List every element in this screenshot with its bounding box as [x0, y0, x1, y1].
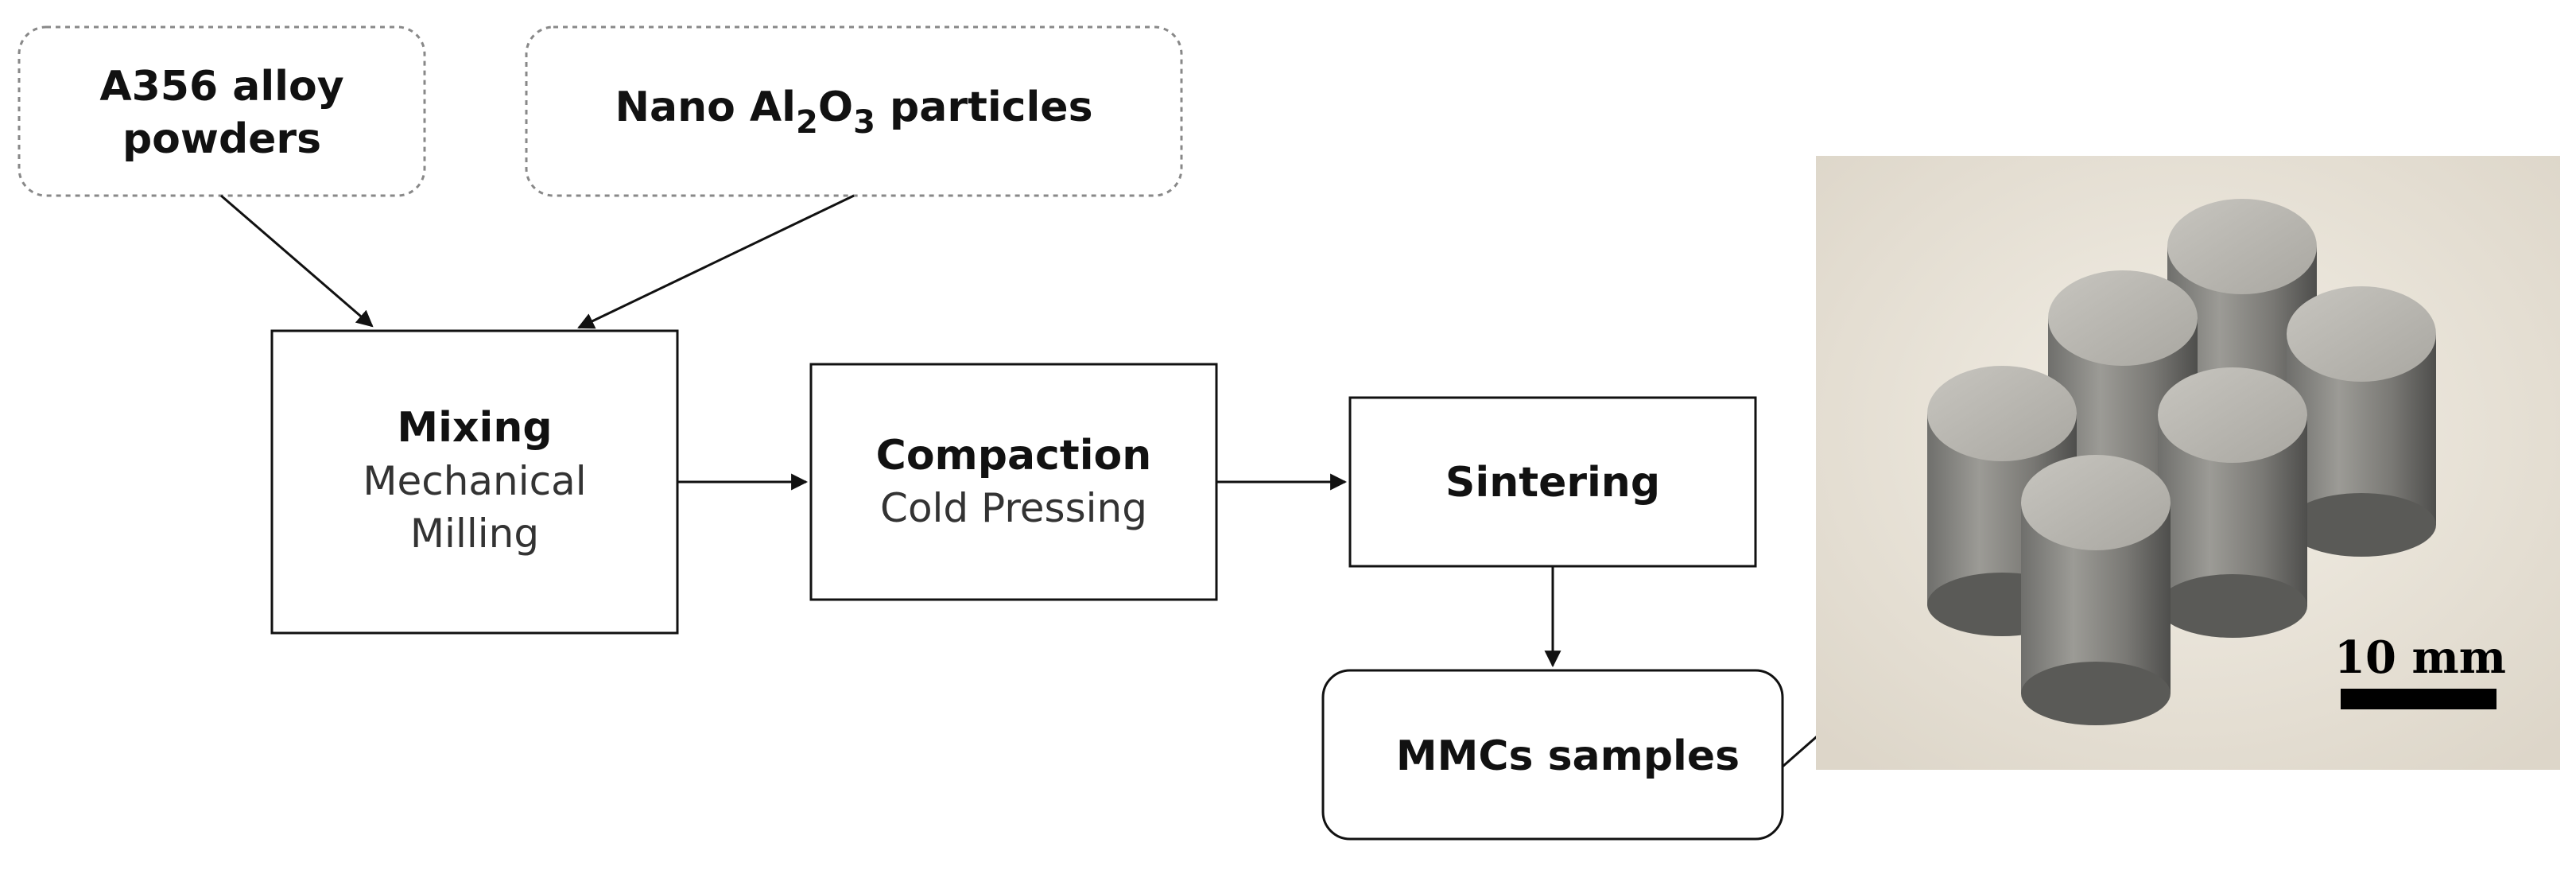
cylinder-sample [2021, 455, 2171, 725]
output-samples-box [1321, 669, 1784, 841]
step-mixing: Mixing Mechanical Milling [270, 329, 679, 635]
step-mixing-line2: Milling [410, 511, 539, 557]
output-samples-title: MMCs samples [1396, 732, 1740, 780]
cylinder-sample [2158, 367, 2307, 638]
cylinder-sample [2287, 286, 2436, 557]
input-a356-powders: A356 alloy powders [17, 25, 426, 197]
step-mixing-title: Mixing [397, 404, 552, 452]
input-a356-box [17, 25, 426, 197]
input-a356-label-line1: A356 alloy [99, 63, 343, 111]
step-mixing-line1: Mechanical [363, 458, 586, 504]
step-sintering: Sintering [1348, 396, 1757, 568]
step-sintering-title: Sintering [1445, 459, 1660, 507]
arrow-nano-to-mixing [577, 194, 855, 329]
input-nano-al2o3: Nano Al2O3 particles [525, 25, 1183, 197]
step-compaction: Compaction Cold Pressing [809, 363, 1218, 601]
samples-photo: 10 mm [1816, 156, 2560, 770]
input-nano-label: Nano Al2O3 particles [615, 84, 1092, 141]
scale-bar [2341, 689, 2496, 709]
scale-bar-label: 10 mm [2334, 631, 2506, 684]
input-a356-label-line2: powders [122, 115, 321, 163]
step-compaction-title: Compaction [876, 432, 1152, 480]
arrow-a356-to-mixing [220, 194, 374, 328]
step-compaction-box [809, 363, 1218, 601]
output-mmc-samples: MMCs samples [1321, 669, 1784, 841]
step-compaction-line1: Cold Pressing [880, 485, 1147, 531]
